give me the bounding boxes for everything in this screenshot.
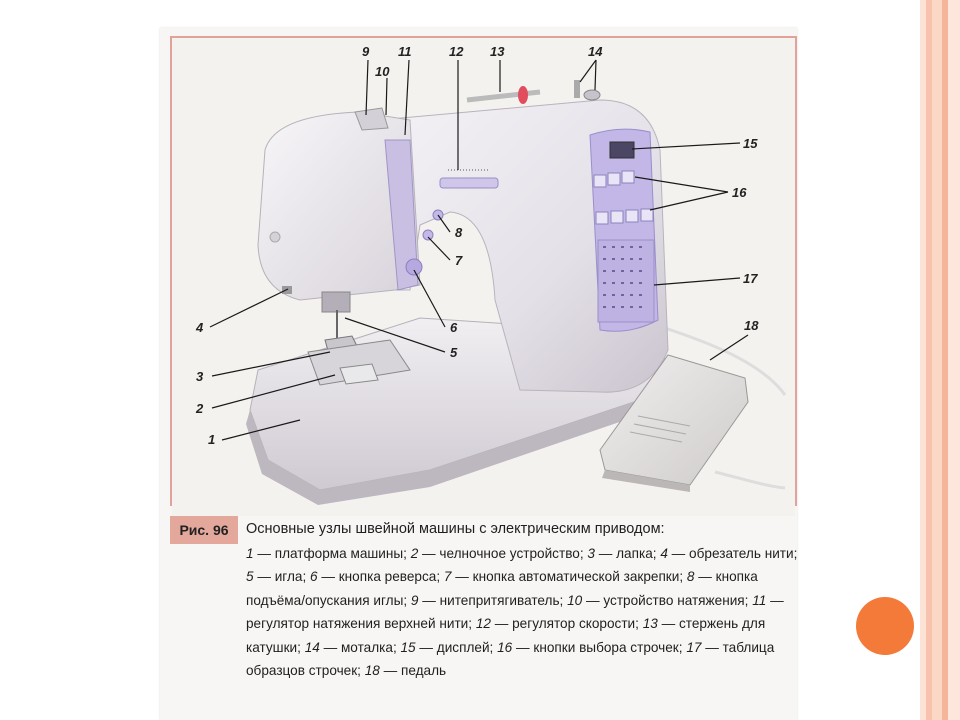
take-up-lever — [354, 107, 389, 131]
legend-text: — челночное устройство; — [418, 545, 588, 561]
stitch-table — [597, 239, 655, 323]
legend-entry: 15 — дисплей; — [401, 640, 498, 655]
callout-14: 14 — [588, 44, 603, 59]
legend-number: 3 — [587, 545, 595, 561]
legend-number: 11 — [752, 592, 767, 608]
autolock-button — [422, 229, 434, 241]
caption-legend: 1 — платформа машины; 2 — челночное устр… — [246, 542, 806, 683]
callout-7: 7 — [455, 253, 463, 268]
legend-text: — стержень для катушки; — [246, 616, 766, 655]
legend-entry: 3 — лапка; — [587, 546, 660, 561]
legend-text: — лапка; — [594, 545, 661, 561]
callout-10: 10 — [375, 64, 390, 79]
legend-number: 16 — [497, 639, 513, 655]
callout-8: 8 — [455, 225, 463, 240]
callout-1: 1 — [208, 432, 215, 447]
decorative-circle — [856, 597, 914, 655]
callout-4: 4 — [195, 320, 204, 335]
callout-18: 18 — [744, 318, 759, 333]
legend-entry: 10 — устройство натяжения; — [567, 593, 752, 608]
machine-head — [257, 111, 421, 301]
callout-2: 2 — [195, 401, 204, 416]
callout-11: 11 — [398, 44, 412, 59]
legend-number: 4 — [660, 545, 668, 561]
legend-text: — педаль — [379, 663, 447, 678]
legend-number: 9 — [410, 592, 419, 608]
callout-12: 12 — [449, 44, 464, 59]
figure-caption: Основные узлы швейной машины с электриче… — [246, 518, 806, 683]
legend-entry: 8 — кнопка подъёма/опускания иглы; — [246, 569, 758, 608]
legend-entry: 4 — обрезатель нити; — [660, 546, 797, 561]
callout-5: 5 — [450, 345, 458, 360]
legend-text: — таблица образцов строчек; — [246, 639, 775, 679]
display — [609, 141, 635, 159]
needle-plate — [307, 339, 411, 386]
tension-strip — [384, 139, 419, 291]
caption-title: Основные узлы швейной машины с электриче… — [246, 521, 665, 537]
bobbin-cover — [339, 363, 379, 385]
legend-number: 2 — [410, 545, 419, 561]
legend-text: — регулятор скорости; — [490, 616, 643, 631]
legend-entry: 12 — регулятор скорости; — [476, 616, 643, 631]
callout-16: 16 — [732, 185, 747, 200]
legend-text: — кнопка автоматической закрепки; — [451, 569, 687, 584]
legend-number: 6 — [310, 569, 318, 584]
legend-entry: 17 — таблица образцов строчек; — [246, 640, 774, 679]
legend-entry: 14 — моталка; — [305, 640, 401, 655]
legend-number: 10 — [567, 592, 583, 608]
legend-entry: 2 — челночное устройство; — [411, 546, 588, 561]
legend-text: — устройство натяжения; — [582, 592, 753, 608]
legend-text: — регулятор натяжения верхней нити; — [246, 592, 784, 632]
legend-entry: 7 — кнопка автоматической закрепки; — [444, 569, 687, 584]
legend-entry: 11 — регулятор натяжения верхней нити; — [246, 593, 784, 632]
legend-number: 8 — [686, 569, 695, 584]
legend-text: — платформа машины; — [253, 545, 411, 561]
legend-text: — игла; — [253, 569, 311, 584]
legend-entry: 1 — платформа машины; — [246, 546, 411, 561]
callout-3: 3 — [196, 369, 204, 384]
callout-17: 17 — [743, 271, 758, 286]
bobbin-winder — [574, 80, 580, 98]
legend-text: — кнопка подъёма/опускания иглы; — [246, 569, 758, 608]
legend-entry: 6 — кнопка реверса; — [310, 569, 444, 584]
decorative-stripes — [920, 0, 960, 720]
legend-number: 18 — [364, 663, 380, 678]
legend-number: 12 — [475, 616, 491, 631]
legend-text: — кнопки выбора строчек; — [512, 639, 687, 655]
callout-15: 15 — [743, 136, 758, 151]
figure-frame — [170, 36, 797, 506]
reverse-button — [405, 258, 423, 276]
legend-number: 14 — [304, 639, 320, 655]
figure-number-label: Рис. 96 — [170, 516, 238, 544]
power-cord — [664, 326, 787, 396]
legend-number: 1 — [246, 545, 254, 561]
pedal-cord — [714, 470, 786, 490]
legend-entry: 13 — стержень для катушки; — [246, 616, 765, 655]
callout-6: 6 — [450, 320, 458, 335]
legend-number: 5 — [246, 569, 254, 584]
legend-entry: 18 — педаль — [365, 663, 446, 678]
legend-number: 13 — [642, 616, 658, 631]
legend-text: — дисплей; — [415, 639, 498, 655]
legend-number: 15 — [400, 639, 416, 655]
legend-number: 17 — [686, 639, 702, 655]
speed-slider — [439, 177, 499, 189]
callout-9: 9 — [362, 44, 370, 59]
legend-text: — моталка; — [319, 639, 401, 655]
legend-text: — обрезатель нити; — [667, 545, 798, 561]
callout-13: 13 — [490, 44, 505, 59]
legend-text: — нитепритягиватель; — [418, 592, 568, 608]
legend-number: 7 — [443, 569, 452, 584]
legend-entry: 5 — игла; — [246, 569, 310, 584]
legend-text: — кнопка реверса; — [317, 569, 444, 584]
legend-entry: 9 — нитепритягиватель; — [411, 593, 567, 608]
legend-entry: 16 — кнопки выбора строчек; — [497, 640, 686, 655]
